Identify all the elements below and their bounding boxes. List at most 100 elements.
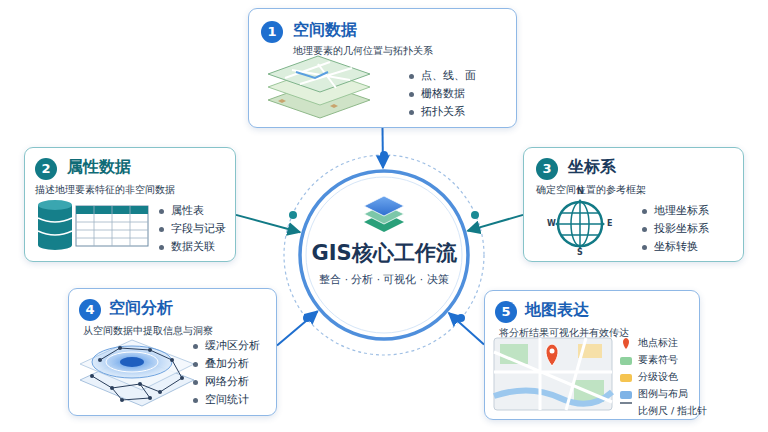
bullet-item: 数据关联 [159, 240, 215, 252]
analysis-illustration-part-part [148, 396, 152, 400]
box-title: 坐标系 [568, 158, 616, 176]
map-legend: 地点标注要素符号分级设色图例与布局比例尺 / 指北针 [620, 335, 707, 420]
map-illustration-part [494, 338, 612, 410]
bullet-item: 地理坐标系 [642, 204, 709, 216]
globe-illustration-part [558, 202, 602, 246]
map-layers-illustration [268, 56, 370, 118]
box-title: 属性数据 [67, 158, 131, 176]
map-layers-illustration-part [285, 62, 352, 88]
legend-samples [620, 338, 632, 403]
bullet-item: 字段与记录 [159, 222, 226, 234]
legend-samples-part [623, 338, 629, 349]
analysis-illustration-part-part [118, 346, 122, 350]
box-title: 空间数据 [293, 21, 357, 39]
database-illustration [38, 200, 148, 250]
bullet-item: 空间统计 [193, 393, 249, 405]
flow-arrow [382, 128, 384, 168]
legend-row: 比例尺 / 指北针 [620, 403, 707, 420]
legend-row: 地点标注 [620, 335, 707, 352]
center-subtitle: 整合 · 分析 · 可视化 · 决策 [300, 273, 468, 285]
map-illustration-part [546, 344, 558, 366]
box-subtitle: 从空间数据中提取信息与洞察 [83, 325, 213, 337]
bullet-item: 缓冲区分析 [193, 339, 260, 351]
analysis-illustration-part [106, 352, 158, 372]
bullet-item: 点、线、面 [409, 69, 476, 81]
bullet-item: 拓扑关系 [409, 105, 465, 117]
layer-icon-part [364, 196, 404, 216]
compass-letter: W [547, 219, 556, 228]
bullet-item: 叠加分析 [193, 357, 249, 369]
center-rings [284, 155, 484, 355]
callout-number: 5 [495, 301, 517, 323]
bullet-item: 网络分析 [193, 375, 249, 387]
analysis-illustration-part [92, 346, 172, 378]
map-layers-illustration-part [296, 72, 328, 78]
box-title: 地图表达 [525, 301, 589, 319]
analysis-illustration-part-part [138, 382, 142, 386]
center-rings-part [300, 171, 468, 339]
bullet-item: 投影坐标系 [642, 222, 709, 234]
map-layers-illustration-part [278, 99, 286, 103]
globe-illustration-part [558, 202, 602, 246]
database-illustration-part [38, 240, 72, 250]
center-rings-part [284, 155, 484, 355]
center-title: GIS核心工作流 [300, 241, 468, 265]
flow-arrow [277, 311, 318, 345]
flow-arrow [468, 215, 523, 231]
analysis-illustration-part-part [90, 374, 94, 378]
analysis-illustration-part-part [170, 358, 174, 362]
analysis-illustration-part-part [148, 348, 152, 352]
globe-illustration-part [555, 199, 605, 249]
database-illustration-part [38, 218, 72, 235]
callout-number: 2 [35, 158, 57, 180]
map-illustration-part [494, 390, 612, 403]
callout-number: 3 [536, 158, 558, 180]
analysis-illustration-part-part [120, 398, 124, 402]
analysis-illustration-part-part [158, 390, 162, 394]
flow-arrow [236, 215, 300, 232]
box-subtitle: 确定空间位置的参考框架 [536, 184, 646, 196]
legend-text: 比例尺 / 指北针 [638, 405, 707, 418]
bullet-item: 属性表 [159, 204, 204, 216]
map-illustration-part [550, 349, 555, 354]
database-illustration-part [38, 200, 72, 210]
box-subtitle: 将分析结果可视化并有效传达 [499, 327, 629, 339]
box-subtitle: 地理要素的几何位置与拓扑关系 [293, 45, 433, 57]
database-illustration-part [76, 206, 148, 246]
bullet-item: 坐标转换 [642, 240, 698, 252]
analysis-illustration-part-part [110, 386, 114, 390]
legend-swatch [620, 374, 632, 382]
legend-text: 要素符号 [638, 354, 678, 367]
legend-swatch [620, 357, 632, 365]
module-box: 1 空间数据地理要素的几何位置与拓扑关系点、线、面栅格数据拓扑关系 [248, 8, 517, 128]
module-box: 2 属性数据描述地理要素特征的非空间数据属性表字段与记录数据关联 [24, 147, 236, 262]
analysis-illustration-part [120, 357, 144, 367]
analysis-illustration [80, 340, 194, 406]
callout-number: 4 [79, 299, 101, 321]
layer-icon [364, 196, 404, 232]
analysis-illustration-part [90, 346, 184, 402]
map-illustration [494, 338, 612, 410]
analysis-illustration-part-part [98, 358, 102, 362]
bullet-item: 栅格数据 [409, 87, 465, 99]
box-subtitle: 描述地理要素特征的非空间数据 [35, 184, 175, 196]
callout-number: 1 [261, 21, 283, 43]
legend-samples-part [620, 402, 632, 404]
database-illustration-part [38, 205, 72, 245]
legend-swatch [620, 391, 632, 399]
map-layers-illustration-part [330, 104, 338, 108]
legend-text: 图例与布局 [638, 388, 688, 401]
ring-dots-part [289, 211, 297, 219]
ring-dots [289, 151, 479, 322]
legend-row: 分级设色 [620, 369, 707, 386]
legend-text: 地点标注 [638, 337, 678, 350]
map-layers-illustration-part [268, 56, 370, 92]
compass-letter: E [607, 219, 612, 228]
analysis-illustration-part [92, 348, 182, 400]
compass-letter: S [577, 248, 583, 257]
legend-row: 图例与布局 [620, 386, 707, 403]
ring-dots-part [380, 151, 388, 159]
flow-arrow [449, 313, 484, 345]
legend-row: 要素符号 [620, 352, 707, 369]
ring-dots-part [471, 211, 479, 219]
